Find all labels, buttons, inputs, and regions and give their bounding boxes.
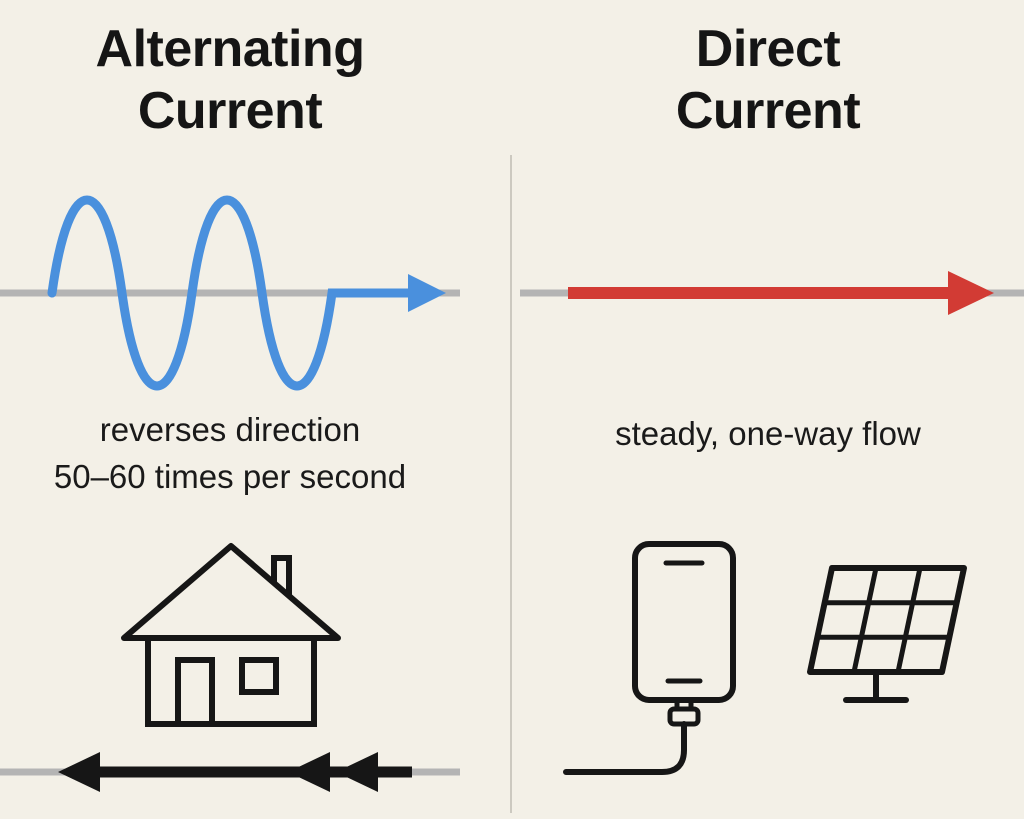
ac-arrowhead-icon [408,274,446,312]
house-window [239,657,279,695]
ac-flow-arrowhead-right [336,752,378,792]
sine-wave-icon [0,195,460,391]
ac-title-line1: Alternating [95,20,365,78]
charging-cable [563,721,687,775]
phone-charging-icon [563,541,736,775]
ac-title-line2: Current [137,82,323,140]
dc-title-line1: Direct [695,20,841,78]
house-chimney [271,555,292,596]
column-divider [510,155,512,813]
ac-caption-line2: 50–60 times per second [53,458,407,495]
house-door [175,657,215,727]
ac-sine-path [47,195,413,391]
house-body [145,635,317,727]
straight-arrow-icon [520,271,1024,315]
ac-title: Alternating Current [0,18,460,142]
dc-arrowhead-icon [948,271,994,315]
solar-panel-frame [807,565,967,675]
dc-caption: steady, one-way flow [512,410,1024,457]
ac-caption: reverses direction 50–60 times per secon… [0,406,460,500]
dc-title-line2: Current [675,82,861,140]
reversing-flow-arrows-icon [0,752,460,792]
solar-panel-icon [807,565,967,703]
ac-flow-arrowhead-middle [288,752,330,792]
house-roof [121,543,341,641]
phone-body [632,541,736,703]
dc-title: Direct Current [512,18,1024,142]
solar-grid-v2 [895,567,923,673]
house-icon [121,543,341,727]
solar-grid-v1 [851,567,879,673]
ac-caption-line1: reverses direction [99,411,361,448]
dc-caption-line1: steady, one-way flow [615,415,921,452]
ac-flow-arrowhead-left [58,752,100,792]
